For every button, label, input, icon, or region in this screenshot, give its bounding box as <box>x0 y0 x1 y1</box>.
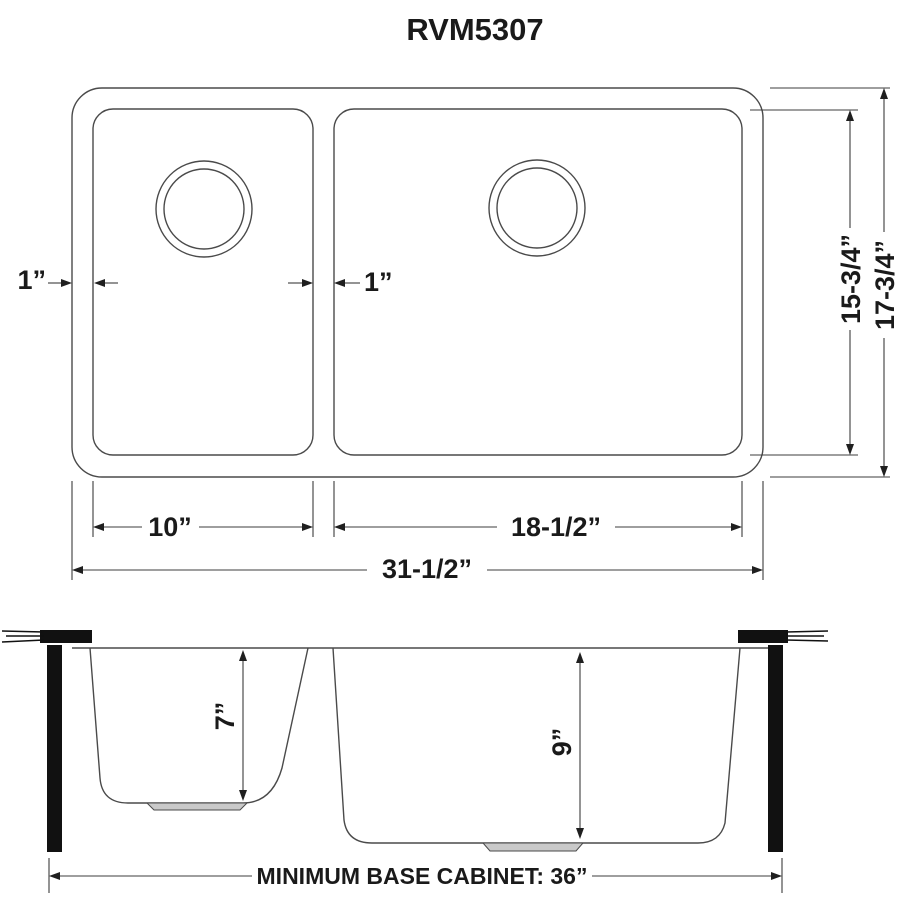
dim-divider: 1” <box>288 267 393 297</box>
right-countertop <box>738 630 788 643</box>
right-bowl-profile <box>332 647 741 844</box>
dim-right-bowl-depth: 9” <box>547 652 584 839</box>
dim-base-cabinet: MINIMUM BASE CABINET: 36” <box>48 858 783 893</box>
left-countertop <box>40 630 92 643</box>
dim-right-bowl-depth-label: 9” <box>547 728 577 757</box>
dim-overall-depth-label: 17-3/4” <box>870 240 900 330</box>
left-cabinet-side <box>47 645 62 852</box>
dim-left-bowl-width-label: 10” <box>148 512 192 542</box>
sink-rim-outline <box>71 87 764 478</box>
dim-bowl-depth-label: 15-3/4” <box>836 234 866 324</box>
right-bowl-outline <box>333 108 743 456</box>
left-counter-break-lines <box>1 630 45 643</box>
top-view <box>71 87 764 478</box>
right-bowl-drain <box>481 842 585 852</box>
dim-right-bowl-width-label: 18-1/2” <box>511 512 601 542</box>
left-bowl-profile <box>89 647 309 804</box>
dim-left-bowl-depth: 7” <box>210 650 247 801</box>
page-title: RVM5307 <box>406 12 543 47</box>
dim-left-rim: 1” <box>17 265 118 295</box>
dim-bottom-group: 10” 18-1/2” 31-1/2” <box>71 481 764 584</box>
dim-overall-width-label: 31-1/2” <box>382 554 472 584</box>
right-drain-outer <box>488 159 586 257</box>
right-drain-inner <box>496 167 578 249</box>
left-bowl-drain <box>145 802 249 811</box>
side-view <box>1 630 829 852</box>
right-counter-break-lines <box>785 630 829 642</box>
left-bowl-outline <box>92 108 314 456</box>
dim-divider-label: 1” <box>364 267 393 297</box>
dim-left-rim-label: 1” <box>17 265 46 295</box>
right-cabinet-side <box>768 645 783 852</box>
dim-right-group: 15-3/4” 17-3/4” <box>750 87 900 478</box>
dim-left-bowl-depth-label: 7” <box>210 702 240 731</box>
left-drain-outer <box>155 160 253 258</box>
left-drain-inner <box>163 168 245 250</box>
base-cabinet-note: MINIMUM BASE CABINET: 36” <box>257 863 588 889</box>
